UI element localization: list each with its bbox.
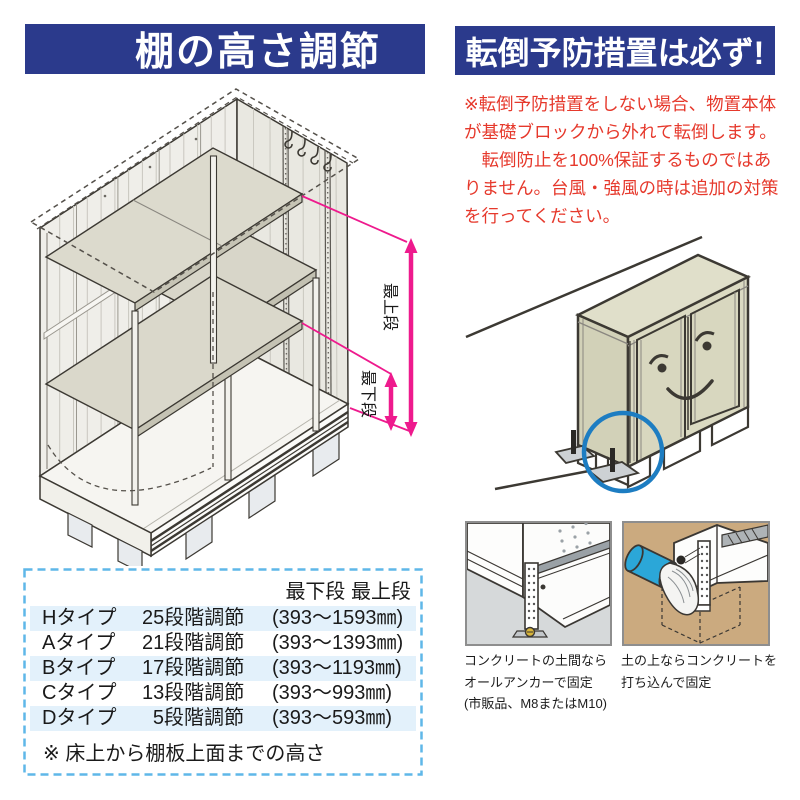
anchor-highlight-circle xyxy=(581,410,665,494)
anchoring-illustration xyxy=(465,235,751,494)
caption-concrete: コンクリートの土間なら オールアンカーで固定 (市販品、M8またはM10) xyxy=(464,653,608,711)
right-section-title: 転倒予防措置は必ず! xyxy=(455,26,775,75)
dim-label-bottom: 最下段 xyxy=(359,370,377,418)
table-header: 最下段 最上段 xyxy=(285,581,411,603)
shelf-adjustment-diagram: 最上段 最下段 xyxy=(29,88,418,566)
caption-soil: 土の上ならコンクリートを 打ち込んで固定 xyxy=(621,653,778,690)
left-section-title: 棚の高さ調節 xyxy=(25,24,425,74)
figure-concrete-anchor xyxy=(465,521,612,646)
warning-text: ※転倒予防措置をしない場合、物置本体 が基礎ブロックから外れて転倒します。 転倒… xyxy=(464,94,779,226)
figure-soil-concrete-anchor xyxy=(622,521,770,646)
dim-label-top: 最上段 xyxy=(381,283,399,331)
table-note: ※ 床上から棚板上面までの高さ xyxy=(43,743,326,765)
